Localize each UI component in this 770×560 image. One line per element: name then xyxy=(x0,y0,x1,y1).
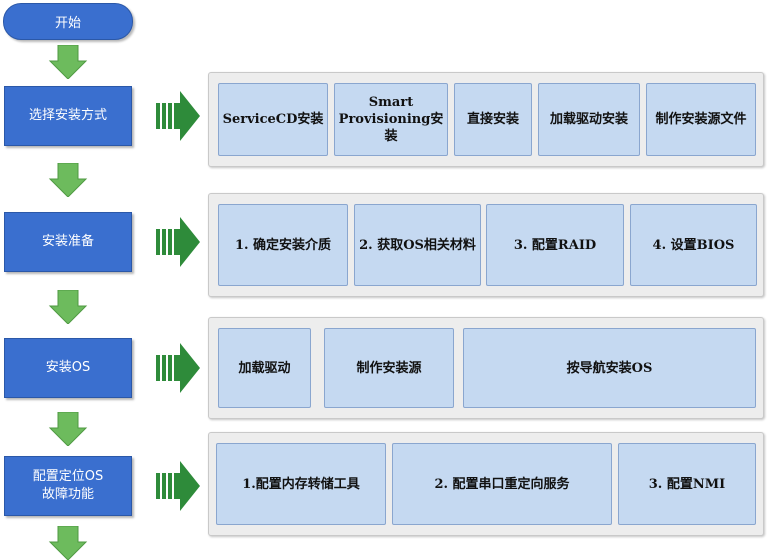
down-arrow-icon xyxy=(48,290,88,324)
task-load-driver: 加载驱动 xyxy=(218,328,311,408)
step-install-os: 安装OS xyxy=(4,338,132,398)
task-make-install-source: 制作安装源 xyxy=(324,328,454,408)
right-arrow-icon xyxy=(156,461,200,511)
task-configure-raid: 3. 配置RAID xyxy=(486,204,624,286)
option-load-driver-install: 加载驱动安装 xyxy=(538,83,640,156)
option-direct-install: 直接安装 xyxy=(454,83,532,156)
step-configure-os-fault-locating: 配置定位OS 故障功能 xyxy=(4,456,132,516)
down-arrow-icon xyxy=(48,45,88,79)
task-confirm-install-media: 1. 确定安装介质 xyxy=(218,204,348,286)
option-smart-provisioning-install: Smart Provisioning安装 xyxy=(334,83,448,156)
option-make-install-source: 制作安装源文件 xyxy=(646,83,756,156)
task-configure-memory-dump: 1.配置内存转储工具 xyxy=(216,443,386,525)
task-configure-serial-redirect: 2. 配置串口重定向服务 xyxy=(392,443,612,525)
fault-locating-config-panel: 1.配置内存转储工具 2. 配置串口重定向服务 3. 配置NMI xyxy=(208,432,764,536)
step-select-install-method: 选择安装方式 xyxy=(4,86,132,146)
step-install-prep: 安装准备 xyxy=(4,212,132,272)
option-servicecd-install: ServiceCD安装 xyxy=(218,83,328,156)
start-terminal: 开始 xyxy=(3,3,133,40)
right-arrow-icon xyxy=(156,91,200,141)
down-arrow-icon xyxy=(48,163,88,197)
down-arrow-icon xyxy=(48,526,88,560)
task-set-bios: 4. 设置BIOS xyxy=(630,204,757,286)
right-arrow-icon xyxy=(156,217,200,267)
task-configure-nmi: 3. 配置NMI xyxy=(618,443,756,525)
task-guided-install-os: 按导航安装OS xyxy=(463,328,756,408)
install-os-tasks-panel: 加载驱动 制作安装源 按导航安装OS xyxy=(208,317,764,419)
right-arrow-icon xyxy=(156,343,200,393)
task-get-os-materials: 2. 获取OS相关材料 xyxy=(354,204,481,286)
install-method-options-panel: ServiceCD安装 Smart Provisioning安装 直接安装 加载… xyxy=(208,72,764,167)
down-arrow-icon xyxy=(48,412,88,446)
install-prep-tasks-panel: 1. 确定安装介质 2. 获取OS相关材料 3. 配置RAID 4. 设置BIO… xyxy=(208,193,764,297)
